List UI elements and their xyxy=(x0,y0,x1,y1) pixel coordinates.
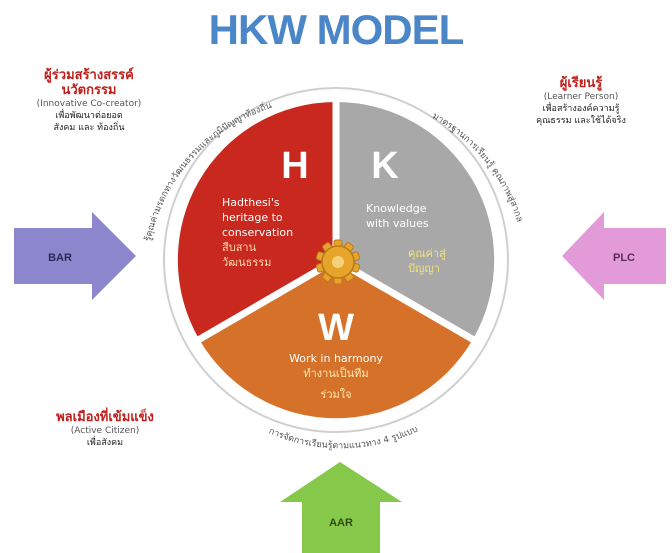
h-text-line-5: วัฒนธรรม xyxy=(222,256,271,269)
note-tl-head-1: ผู้ร่วมสร้างสรรค์ xyxy=(44,68,134,83)
aar-arrow: AAR xyxy=(280,462,402,553)
divider-left xyxy=(191,256,338,347)
bar-arrow: BAR xyxy=(14,212,136,300)
divider-right xyxy=(334,256,481,347)
note-active-citizen: พลเมืองที่เข้มแข็ง (Active Citizen) เพื่… xyxy=(30,410,180,449)
h-letter: H xyxy=(281,145,308,187)
plc-arrow-label: PLC xyxy=(613,252,635,264)
k-text-line-2: with values xyxy=(366,217,429,230)
w-text-line-2: ทำงานเป็นทีม xyxy=(303,366,368,380)
w-text-line-1: Work in harmony xyxy=(289,352,383,365)
h-text-line-2: heritage to xyxy=(222,211,283,224)
ring-label-bottom: การจัดการเรียนรู้ตามแนวทาง 4 รูปแบบ xyxy=(267,424,420,451)
k-letter: K xyxy=(371,145,399,187)
diagram-title: HKW MODEL xyxy=(208,6,465,53)
note-tl-desc-1: เพื่อพัฒนาต่อยอด xyxy=(55,111,123,121)
note-tl-sub: (Innovative Co-creator) xyxy=(36,99,142,109)
note-bl-desc-1: เพื่อสังคม xyxy=(86,438,124,448)
plc-arrow: PLC xyxy=(562,212,666,300)
note-tl-desc-2: สังคม และ ท้องถิ่น xyxy=(53,123,125,133)
note-tr-desc-1: เพื่อสร้างองค์ความรู้ xyxy=(542,104,620,114)
outer-ring xyxy=(163,87,509,433)
aar-arrow-label: AAR xyxy=(329,517,353,529)
note-bl-head-1: พลเมืองที่เข้มแข็ง xyxy=(56,410,154,425)
note-tl-head-2: นวัตกรรม xyxy=(61,83,117,98)
k-text-line-1: Knowledge xyxy=(366,202,427,215)
note-tr-sub: (Learner Person) xyxy=(543,92,619,102)
note-innovative-cocreator: ผู้ร่วมสร้างสรรค์ นวัตกรรม (Innovative C… xyxy=(14,68,164,134)
k-text-line-4: ปัญญา xyxy=(408,262,440,275)
note-tr-desc-2: คุณธรรม และใช้ได้จริง xyxy=(536,116,626,126)
note-learner-person: ผู้เรียนรู้ (Learner Person) เพื่อสร้างอ… xyxy=(506,76,656,127)
h-text-line-1: Hadthesi's xyxy=(222,196,280,209)
note-tr-head-1: ผู้เรียนรู้ xyxy=(559,76,603,91)
h-text-line-3: conservation xyxy=(222,226,293,239)
center-gear-icon xyxy=(315,239,361,285)
note-bl-sub: (Active Citizen) xyxy=(70,426,140,436)
w-letter: W xyxy=(318,307,354,349)
bar-arrow-label: BAR xyxy=(48,252,72,264)
h-text-line-4: สืบสาน xyxy=(222,241,257,254)
k-text-line-3: คุณค่าสู่ xyxy=(408,247,446,260)
w-text-line-3: ร่วมใจ xyxy=(320,388,351,401)
